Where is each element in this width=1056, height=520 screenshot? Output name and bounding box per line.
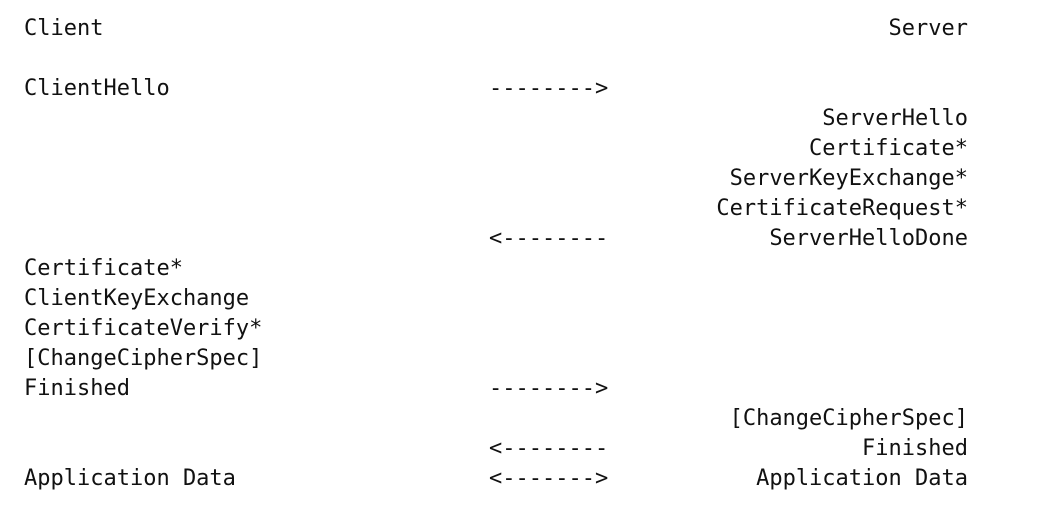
server-message: CertificateRequest* xyxy=(716,196,968,221)
message-row: CertificateRequest* xyxy=(24,194,974,224)
server-message: Certificate* xyxy=(809,136,968,161)
message-row: ServerHello xyxy=(24,104,974,134)
message-row: <-------- Finished xyxy=(24,434,974,464)
message-row: Finished --------> xyxy=(24,374,974,404)
server-message: ServerHelloDone xyxy=(769,226,968,251)
direction-arrow: --------> xyxy=(489,376,609,401)
message-row: Application Data <-------> Application Dat… xyxy=(24,464,974,494)
tls-handshake-diagram: Client Server ClientHello --------> Server… xyxy=(24,14,974,494)
server-column-label: Server xyxy=(888,16,968,41)
server-message: Application Data xyxy=(756,466,968,491)
message-row xyxy=(24,44,974,74)
direction-arrow: <-------> xyxy=(489,466,609,491)
message-row: Certificate* xyxy=(24,254,974,284)
message-row: ClientHello --------> xyxy=(24,74,974,104)
message-row: [ChangeCipherSpec] xyxy=(24,404,974,434)
message-row: Certificate* xyxy=(24,134,974,164)
message-row: ServerKeyExchange* xyxy=(24,164,974,194)
client-message: Finished xyxy=(24,376,130,401)
message-row: ClientKeyExchange xyxy=(24,284,974,314)
client-message: Certificate* xyxy=(24,256,183,281)
client-message: [ChangeCipherSpec] xyxy=(24,346,263,371)
client-column-label: Client xyxy=(24,16,104,41)
client-message: ClientKeyExchange xyxy=(24,286,250,311)
direction-arrow: <-------- xyxy=(489,436,609,461)
direction-arrow: <-------- xyxy=(489,226,609,251)
client-message: ClientHello xyxy=(24,76,170,101)
direction-arrow: --------> xyxy=(489,76,609,101)
header-row: Client Server xyxy=(24,14,974,44)
server-message: [ChangeCipherSpec] xyxy=(729,406,968,431)
message-row: [ChangeCipherSpec] xyxy=(24,344,974,374)
message-row: <-------- ServerHelloDone xyxy=(24,224,974,254)
client-message: CertificateVerify* xyxy=(24,316,263,341)
client-message: Application Data xyxy=(24,466,236,491)
server-message: ServerKeyExchange* xyxy=(729,166,968,191)
server-message: Finished xyxy=(862,436,968,461)
message-row: CertificateVerify* xyxy=(24,314,974,344)
server-message: ServerHello xyxy=(822,106,968,131)
